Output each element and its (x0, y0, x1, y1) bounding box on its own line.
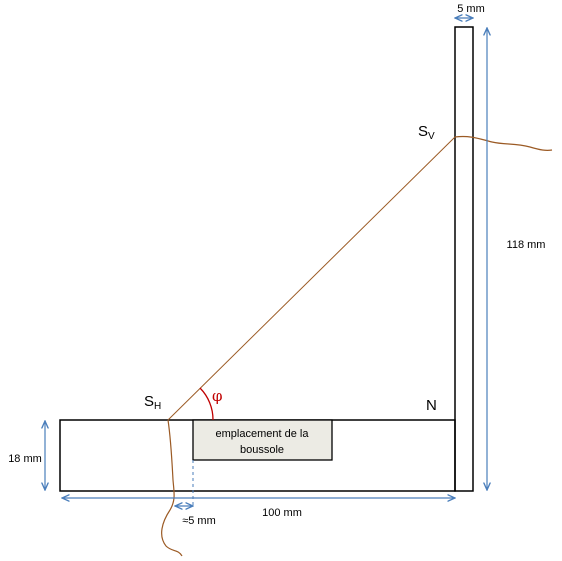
compass-location-box (192, 419, 333, 461)
box-label-line2: boussole (240, 444, 284, 456)
dim-small-label: ≈5 mm (182, 515, 216, 527)
box-label-line1: emplacement de la (216, 428, 310, 440)
dim-top-label: 5 mm (457, 3, 485, 15)
point-sv-label: SV (418, 123, 435, 142)
dim-bottom-label: 100 mm (262, 507, 302, 519)
sight-line (167, 136, 456, 421)
thread-vertical (454, 135, 553, 151)
dim-vertical-label: 118 mm (507, 239, 546, 251)
angle-arc (199, 387, 214, 421)
point-sh-label: SH (144, 393, 161, 412)
dim-left-label: 18 mm (8, 453, 42, 465)
thread-horizontal (161, 419, 183, 557)
point-n-label: N (426, 397, 437, 414)
phi-symbol: φ (212, 387, 223, 405)
vertical-bar (454, 26, 474, 492)
